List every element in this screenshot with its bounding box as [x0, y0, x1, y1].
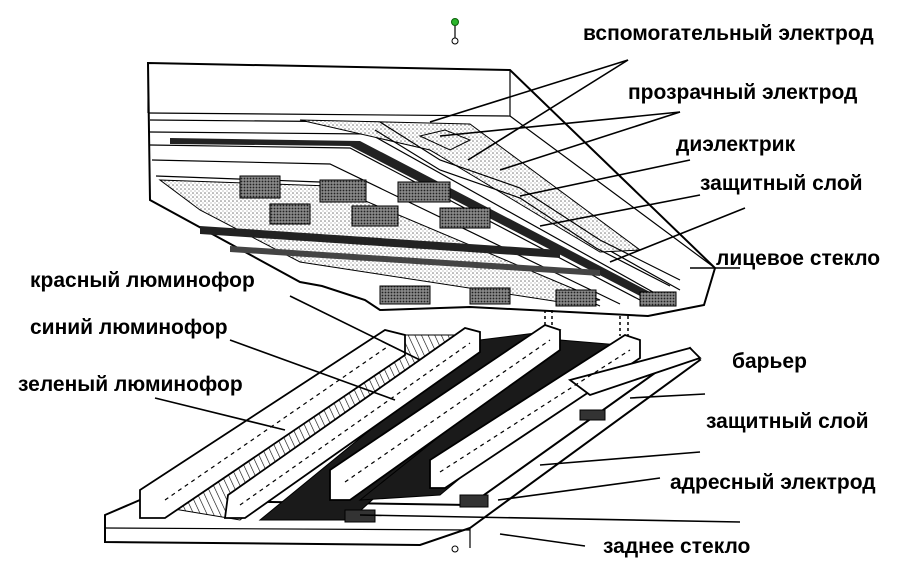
label-aux-electrode: вспомогательный электрод: [583, 22, 874, 45]
label-front-glass: лицевое стекло: [716, 247, 880, 270]
label-blue-phosphor: синий люминофор: [30, 316, 228, 339]
labels: вспомогательный электрод прозрачный элек…: [18, 22, 880, 558]
label-red-phosphor: красный люминофор: [30, 269, 255, 292]
rotate-handle-icon[interactable]: [451, 18, 459, 45]
label-protective-layer-top: защитный слой: [700, 172, 863, 195]
front-glass-plate: [146, 61, 717, 336]
bottom-handle-icon[interactable]: [451, 545, 459, 553]
label-back-glass: заднее стекло: [603, 535, 750, 558]
label-dielectric: диэлектрик: [676, 133, 796, 156]
label-address-electrode: адресный электрод: [670, 471, 876, 494]
back-glass-plate: [104, 324, 702, 548]
leader-lines: [154, 59, 746, 547]
label-protective-layer-bottom: защитный слой: [706, 410, 869, 433]
label-transparent-electrode: прозрачный электрод: [628, 81, 857, 104]
label-barrier: барьер: [732, 350, 807, 373]
label-green-phosphor: зеленый люминофор: [18, 373, 243, 396]
